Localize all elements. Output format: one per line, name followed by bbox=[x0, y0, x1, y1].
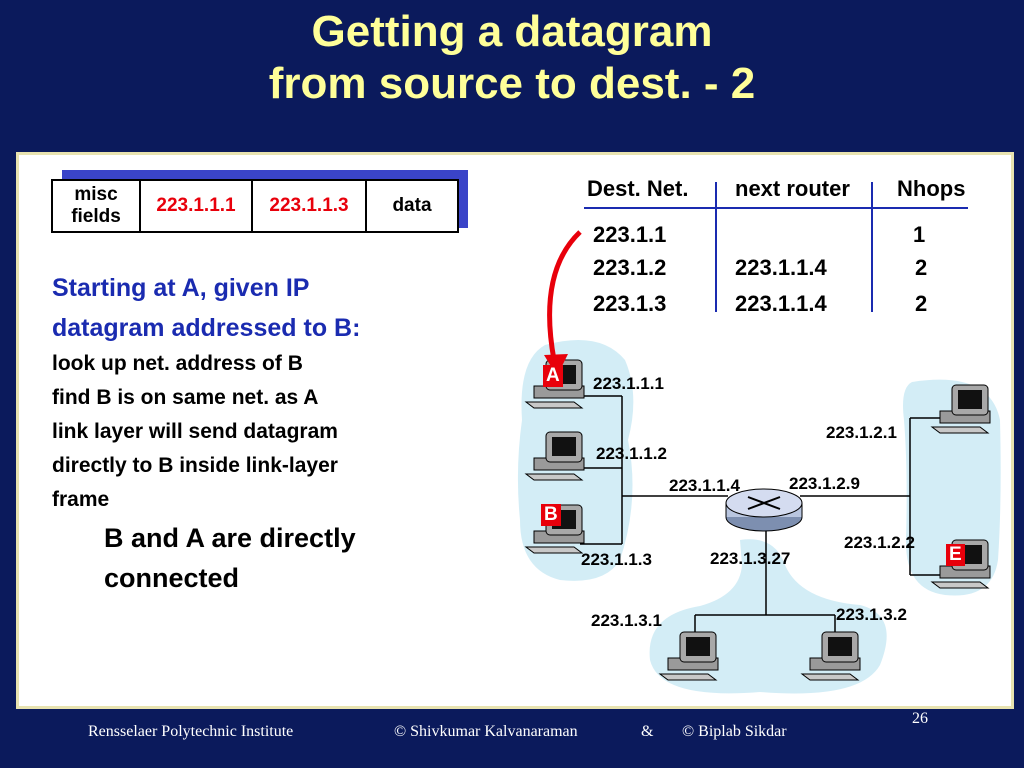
host-b-label: B bbox=[541, 504, 561, 526]
ip-c2: 223.1.3.2 bbox=[836, 605, 907, 624]
fields-label: fields bbox=[71, 206, 121, 227]
misc-label: misc bbox=[74, 184, 118, 205]
dest-ip-cell: 223.1.1.3 bbox=[251, 179, 367, 233]
ip-host2: 223.1.1.2 bbox=[596, 444, 667, 463]
ip-router-3: 223.1.3.27 bbox=[710, 549, 791, 568]
footer-author-2: © Biplab Sikdar bbox=[682, 723, 787, 740]
intro-line-1: Starting at A, given IP bbox=[52, 274, 310, 302]
footer-institute: Rensselaer Polytechnic Institute bbox=[88, 723, 294, 740]
ip-e1: 223.1.2.1 bbox=[826, 423, 897, 442]
ip-router-1: 223.1.1.4 bbox=[669, 476, 740, 495]
title-line-1: Getting a datagram bbox=[311, 7, 713, 56]
step-4: directly to B inside link-layer bbox=[52, 454, 338, 477]
ip-b: 223.1.1.3 bbox=[581, 550, 652, 569]
rt-header-dest: Dest. Net. bbox=[587, 176, 689, 201]
intro-text: Starting at A, given IP datagram address… bbox=[52, 268, 360, 348]
rt-header-nhops: Nhops bbox=[897, 176, 966, 201]
title-line-2: from source to dest. - 2 bbox=[268, 59, 756, 108]
step-3: link layer will send datagram bbox=[52, 420, 338, 443]
steps-list: look up net. address of B find B is on s… bbox=[52, 347, 338, 517]
intro-line-2: datagram addressed to B: bbox=[52, 314, 361, 342]
rt-row2-router: 223.1.1.4 bbox=[735, 255, 827, 280]
misc-fields-cell: misc fields bbox=[51, 179, 141, 233]
ip-c1: 223.1.3.1 bbox=[591, 611, 662, 630]
slide-title: Getting a datagram from source to dest. … bbox=[0, 6, 1024, 110]
source-ip-cell: 223.1.1.1 bbox=[139, 179, 253, 233]
rt-row2-net: 223.1.2 bbox=[593, 255, 667, 280]
page-number: 26 bbox=[912, 710, 928, 727]
sub-point-line-1: B and A are directly bbox=[104, 523, 356, 553]
footer-author-1: © Shivkumar Kalvanaraman bbox=[394, 723, 578, 740]
ip-e2: 223.1.2.2 bbox=[844, 533, 915, 552]
rt-row1-net: 223.1.1 bbox=[593, 222, 667, 247]
host-e-label: E bbox=[946, 544, 965, 566]
step-2: find B is on same net. as A bbox=[52, 386, 319, 409]
datagram-header: misc fields 223.1.1.1 223.1.1.3 data bbox=[51, 179, 459, 233]
router-icon bbox=[725, 488, 803, 532]
sub-point-line-2: connected bbox=[104, 563, 240, 593]
rt-row2-hops: 2 bbox=[915, 255, 928, 280]
sub-point: B and A are directly connected bbox=[104, 518, 356, 598]
step-5: frame bbox=[52, 488, 110, 511]
data-cell: data bbox=[365, 179, 459, 233]
rt-row1-hops: 1 bbox=[913, 222, 926, 247]
rt-row3-router: 223.1.1.4 bbox=[735, 291, 827, 316]
rt-header-router: next router bbox=[735, 176, 850, 201]
host-a-label: A bbox=[543, 365, 563, 387]
step-1: look up net. address of B bbox=[52, 352, 303, 375]
footer-ampersand: & bbox=[641, 723, 654, 740]
arrow-icon bbox=[547, 230, 582, 361]
rt-row3-net: 223.1.3 bbox=[593, 291, 667, 316]
ip-router-2: 223.1.2.9 bbox=[789, 474, 860, 493]
rt-row3-hops: 2 bbox=[915, 291, 928, 316]
ip-a: 223.1.1.1 bbox=[593, 374, 664, 393]
